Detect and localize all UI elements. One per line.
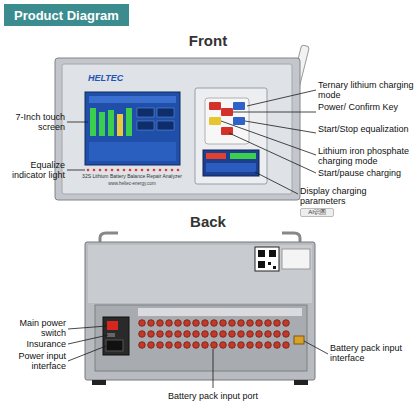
section-heading: Front <box>158 33 258 50</box>
callout-label: Lithium iron phosphate charging mode <box>318 146 414 166</box>
callout-label: Start/pause charging <box>318 168 414 178</box>
leader-lines <box>68 326 328 388</box>
brand-logo: HELTEC <box>88 73 148 83</box>
callout-label: Start/Stop equalization <box>318 124 414 134</box>
callout-label: Equalize indicator light <box>2 160 65 180</box>
device-url: www.heltec-energy.com <box>72 181 192 186</box>
section-heading: Back <box>158 214 258 231</box>
title-banner: Product Diagram <box>4 4 129 26</box>
device-name: 32S Lithium Battery Balance Repair Analy… <box>72 174 192 180</box>
back-device <box>85 233 315 385</box>
watermark-badge: AI识图 <box>300 208 334 217</box>
callout-label: Power/ Confirm Key <box>318 102 414 112</box>
callout-label: Battery pack input port <box>133 391 293 401</box>
callout-label: 7-Inch touch screen <box>2 112 65 132</box>
callout-label: Ternary lithium charging mode <box>318 80 414 100</box>
callout-label: Battery pack input interface <box>330 343 414 363</box>
front-device <box>55 45 309 200</box>
callout-label: Main power switch <box>2 318 66 338</box>
leader-lines <box>67 90 316 194</box>
callout-label: Power input interface <box>2 351 66 371</box>
callout-label: Insurance <box>2 339 66 349</box>
callout-label: Display charging parameters <box>300 186 396 206</box>
title-text: Product Diagram <box>14 8 119 23</box>
